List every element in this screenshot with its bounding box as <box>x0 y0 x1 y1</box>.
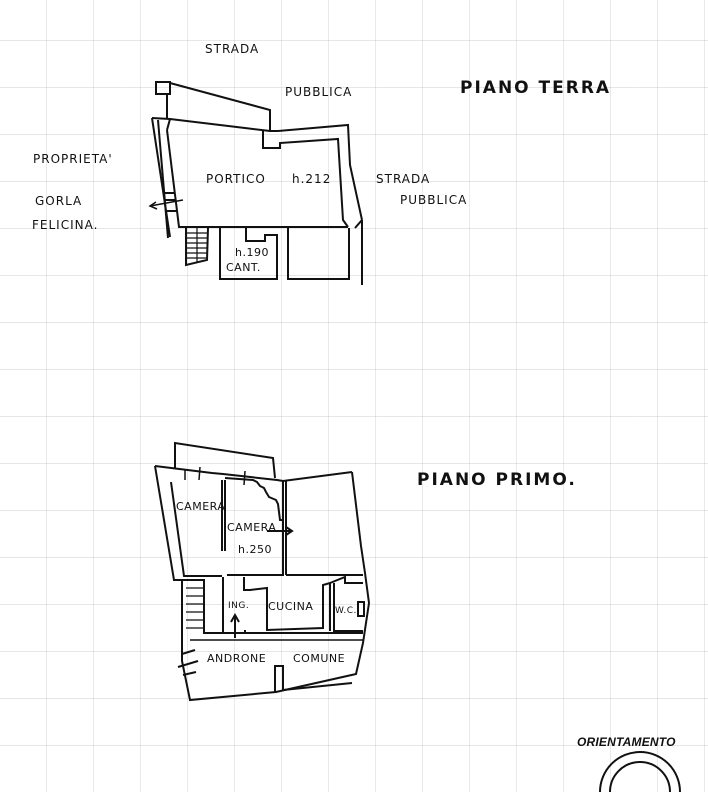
portico-height: h.212 <box>292 172 332 186</box>
ground-floor-plan <box>151 81 363 285</box>
cantina-height: h.190 <box>235 246 269 259</box>
room-label-portico: PORTICO <box>206 172 266 186</box>
room-label-wc: W.C. <box>335 606 357 616</box>
room-label-cantina: CANT. <box>226 261 261 274</box>
room-label-camera-left: CAMERA <box>176 500 226 513</box>
camera-height: h.250 <box>238 543 272 556</box>
room-label-cucina: CUCINA <box>268 600 314 613</box>
label-strada-top: STRADA <box>205 42 260 56</box>
label-felicina: FELICINA. <box>32 218 99 232</box>
first-floor-title: PIANO PRIMO. <box>417 470 577 490</box>
compass-icon <box>599 751 681 792</box>
ground-floor-title: PIANO TERRA <box>460 78 612 98</box>
orientation-label: ORIENTAMENTO <box>577 735 676 749</box>
label-pubblica-right: PUBBLICA <box>400 193 468 207</box>
room-label-comune: COMUNE <box>293 652 346 665</box>
room-label-camera-right: CAMERA <box>227 521 277 534</box>
label-proprieta: PROPRIETA' <box>33 152 113 166</box>
room-label-ingresso: ING. <box>228 601 250 611</box>
first-floor-plan <box>154 441 371 702</box>
room-label-androne: ANDRONE <box>207 652 267 665</box>
label-strada-right: STRADA <box>376 172 431 186</box>
label-pubblica-top: PUBBLICA <box>285 85 353 99</box>
exit-arrow-icon <box>148 199 184 210</box>
label-gorla: GORLA <box>35 194 83 208</box>
